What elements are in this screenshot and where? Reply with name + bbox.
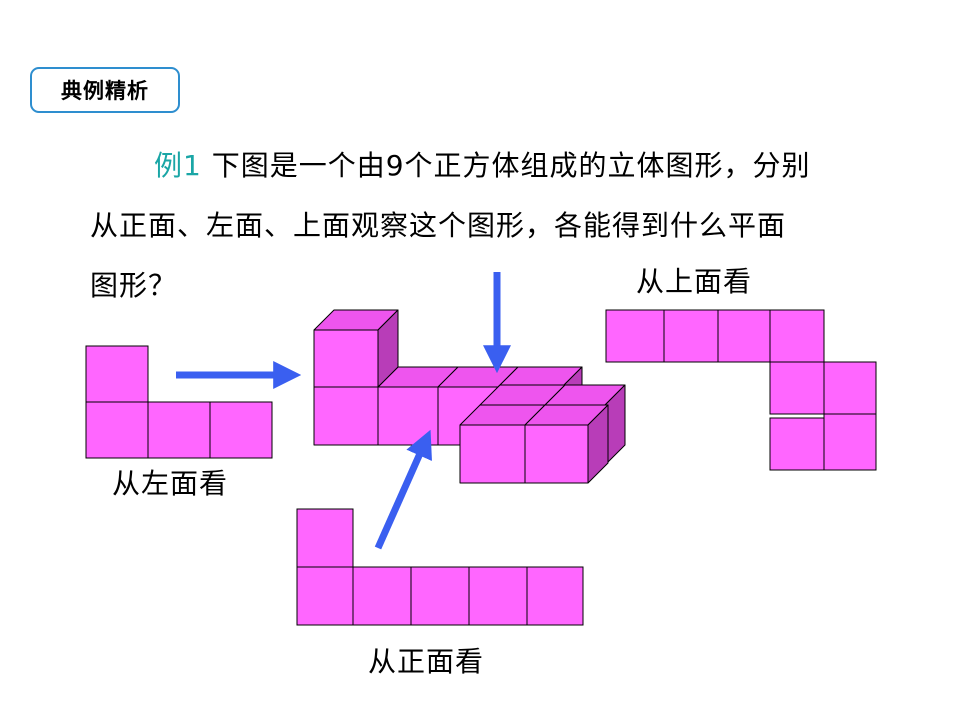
top-view-square <box>769 309 825 363</box>
top-view-square <box>823 413 877 471</box>
cube-front-face <box>524 424 589 484</box>
top-view-figure <box>605 309 877 471</box>
left-view-square <box>85 345 149 403</box>
problem-line-2: 从正面、左面、上面观察这个图形，各能得到什么平面 <box>90 209 787 242</box>
problem-line-1: 例1 下图是一个由9个正方体组成的立体图形，分别 <box>90 136 890 196</box>
top-view-square <box>769 361 825 415</box>
front-view-label: 从正面看 <box>368 645 485 678</box>
left-view-square <box>85 401 149 459</box>
front-view-square <box>296 566 354 626</box>
problem-line-1-text: 下图是一个由9个正方体组成的立体图形，分别 <box>201 149 811 182</box>
front-view-figure <box>296 508 584 626</box>
top-view-label: 从上面看 <box>636 265 753 298</box>
left-view-square <box>147 401 211 459</box>
view-arrows <box>176 272 511 550</box>
front-view-square <box>526 566 584 626</box>
problem-line-3: 图形？ <box>90 269 178 302</box>
cube-front-face <box>313 329 379 388</box>
top-view-square <box>823 361 877 415</box>
front-view-arrow <box>374 429 432 550</box>
left-view-figure <box>85 345 273 459</box>
top-view-square <box>717 309 771 363</box>
problem-text: 例1 下图是一个由9个正方体组成的立体图形，分别 从正面、左面、上面观察这个图形… <box>90 136 890 316</box>
top-view-square <box>769 417 825 471</box>
left-view-label: 从左面看 <box>112 467 229 500</box>
cube-front-face <box>459 424 526 484</box>
top-view-square <box>663 309 719 363</box>
left-view-square <box>209 401 273 459</box>
section-badge: 典例精析 <box>30 67 180 113</box>
cube-front-face <box>377 386 439 446</box>
cube-front-face <box>313 386 379 446</box>
front-view-square <box>410 566 470 626</box>
front-view-square <box>468 566 528 626</box>
top-view-square <box>605 309 665 363</box>
front-view-square <box>352 566 412 626</box>
example-label: 例1 <box>154 149 202 182</box>
front-view-square <box>296 508 354 568</box>
solid-figure <box>313 309 626 484</box>
